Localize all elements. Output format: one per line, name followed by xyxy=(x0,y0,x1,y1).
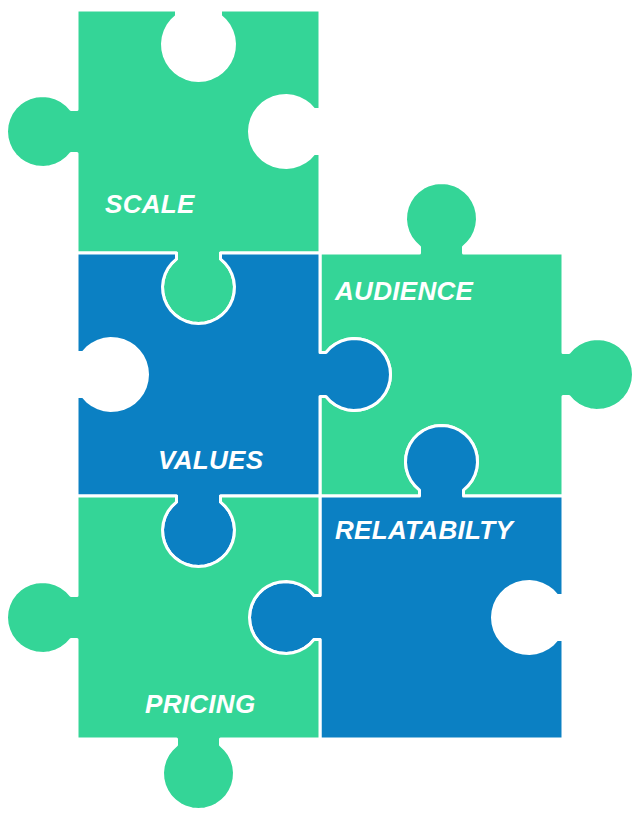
puzzle-piece: SCALE xyxy=(77,10,320,253)
puzzle-piece: VALUES xyxy=(77,253,320,496)
puzzle-piece: RELATABILTY xyxy=(320,496,563,739)
puzzle-piece-outline xyxy=(240,416,640,819)
piece-label: AUDIENCE xyxy=(335,277,473,306)
piece-label: RELATABILTY xyxy=(335,516,513,545)
piece-label: PRICING xyxy=(145,690,255,719)
piece-label: SCALE xyxy=(105,190,195,219)
piece-label: VALUES xyxy=(158,446,263,475)
puzzle-piece-shape xyxy=(7,496,320,809)
puzzle-piece-outline xyxy=(0,416,400,819)
puzzle-piece: PRICING xyxy=(77,496,320,739)
